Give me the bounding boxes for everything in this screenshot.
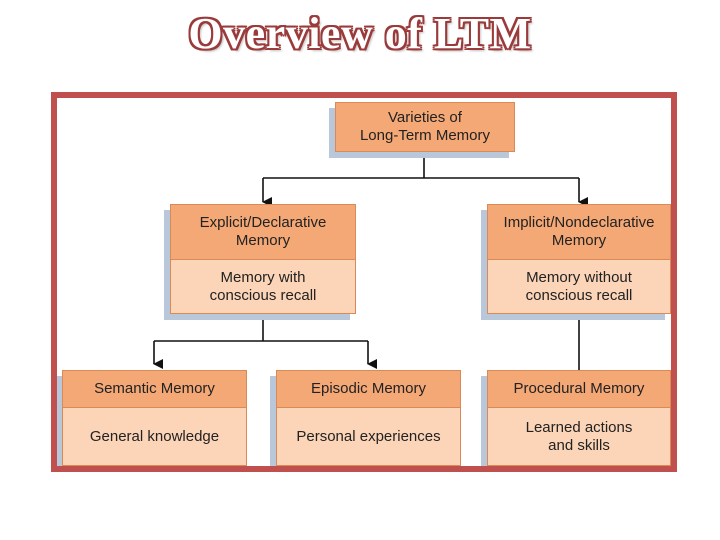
diagram-frame: Varieties of Long-Term Memory Explicit/D… [51, 92, 677, 472]
procedural-desc: Learned actions and skills [487, 408, 671, 466]
episodic-box: Episodic Memory Personal experiences [276, 370, 461, 466]
implicit-desc: Memory without conscious recall [487, 260, 671, 314]
root-label: Varieties of Long-Term Memory [335, 102, 515, 152]
implicit-box: Implicit/Nondeclarative Memory Memory wi… [487, 204, 671, 314]
procedural-label: Procedural Memory [487, 370, 671, 408]
connector-lines [153, 152, 588, 370]
root-connector [263, 152, 579, 179]
implicit-label: Implicit/Nondeclarative Memory [487, 204, 671, 260]
procedural-box: Procedural Memory Learned actions and sk… [487, 370, 671, 466]
semantic-box: Semantic Memory General knowledge [62, 370, 247, 466]
root-box: Varieties of Long-Term Memory [335, 102, 515, 152]
slide-title: Overview of LTM [188, 9, 532, 58]
episodic-label: Episodic Memory [276, 370, 461, 408]
explicit-connector [154, 314, 368, 342]
semantic-desc: General knowledge [62, 408, 247, 466]
semantic-label: Semantic Memory [62, 370, 247, 408]
explicit-label: Explicit/Declarative Memory [170, 204, 356, 260]
explicit-box: Explicit/Declarative Memory Memory with … [170, 204, 356, 314]
explicit-desc: Memory with conscious recall [170, 260, 356, 314]
episodic-desc: Personal experiences [276, 408, 461, 466]
